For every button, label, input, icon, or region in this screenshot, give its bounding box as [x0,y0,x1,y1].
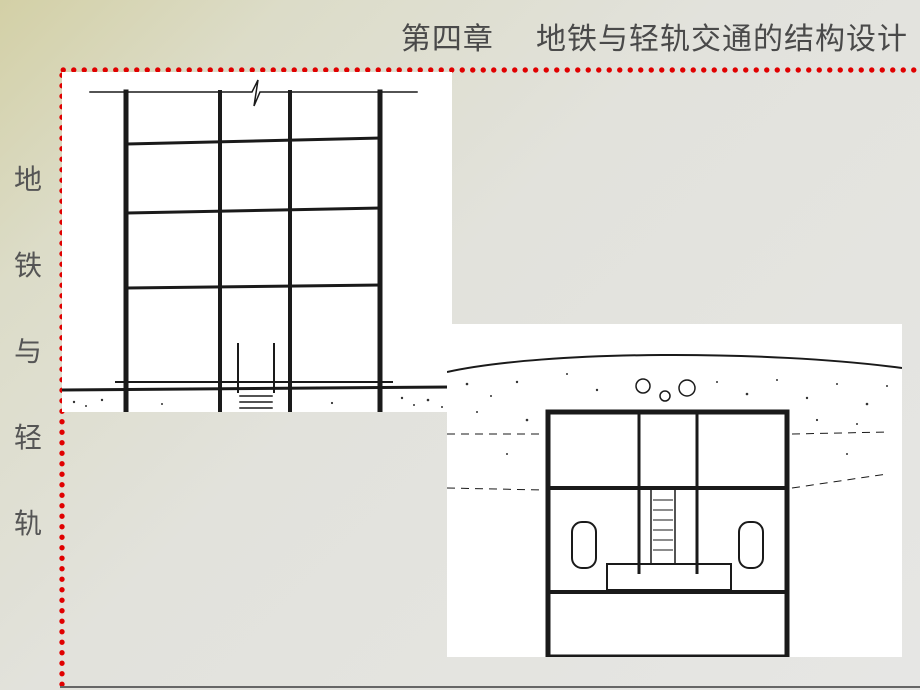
chapter-title: 第四章 地铁与轻轨交通的结构设计 [400,22,908,57]
vertical-side-title: 地 铁 与 轻 轨 [8,150,48,580]
side-title-char: 铁 [13,249,42,282]
side-title-char: 地 [13,163,42,196]
bottom-rule [60,686,920,688]
building-section-drawing [60,72,454,415]
underground-station-section-drawing [446,324,903,660]
red-dotted-divider-horizontal [58,66,920,74]
side-title-char: 轻 [13,421,42,454]
side-title-char: 轨 [13,507,42,540]
side-title-char: 与 [13,335,42,368]
